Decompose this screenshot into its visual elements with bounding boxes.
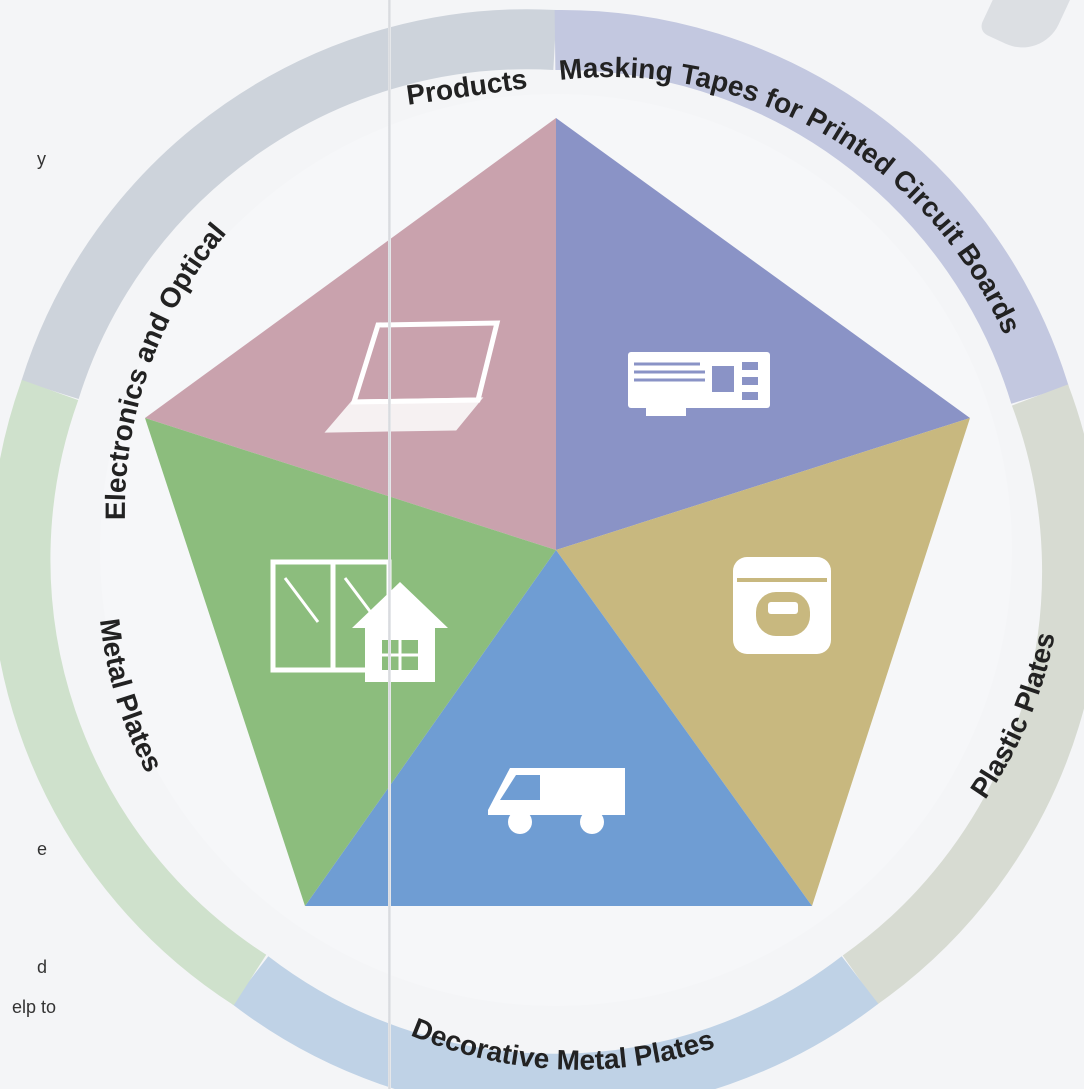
side-text-fragment-4: elp to bbox=[12, 997, 57, 1017]
ring-segment-decorative-metal bbox=[231, 956, 879, 1089]
outer-ring bbox=[0, 9, 1084, 1089]
wedge-plastic-plates bbox=[556, 418, 970, 906]
wedge-decorative-metal bbox=[305, 550, 812, 906]
wedge-metal-plates bbox=[145, 418, 556, 906]
wedge-masking-tapes bbox=[556, 118, 970, 550]
ring-segment-electronics bbox=[21, 9, 557, 399]
side-text-fragment-1: y bbox=[37, 149, 46, 169]
ring-segment-plastic-plates bbox=[842, 384, 1084, 1005]
side-text-fragment-2: e bbox=[37, 839, 48, 859]
ring-segment-metal-plates bbox=[0, 379, 267, 1006]
ring-segment-masking-tapes bbox=[554, 9, 1069, 404]
circuit-board-icon bbox=[628, 352, 770, 416]
page-fold bbox=[388, 0, 391, 1089]
laptop-icon bbox=[324, 320, 501, 433]
pentagon bbox=[145, 118, 970, 906]
wedge-electronics bbox=[145, 118, 556, 550]
van-icon bbox=[488, 768, 625, 834]
side-text-fragment-3: d bbox=[37, 957, 48, 977]
rice-cooker-icon bbox=[733, 557, 831, 654]
